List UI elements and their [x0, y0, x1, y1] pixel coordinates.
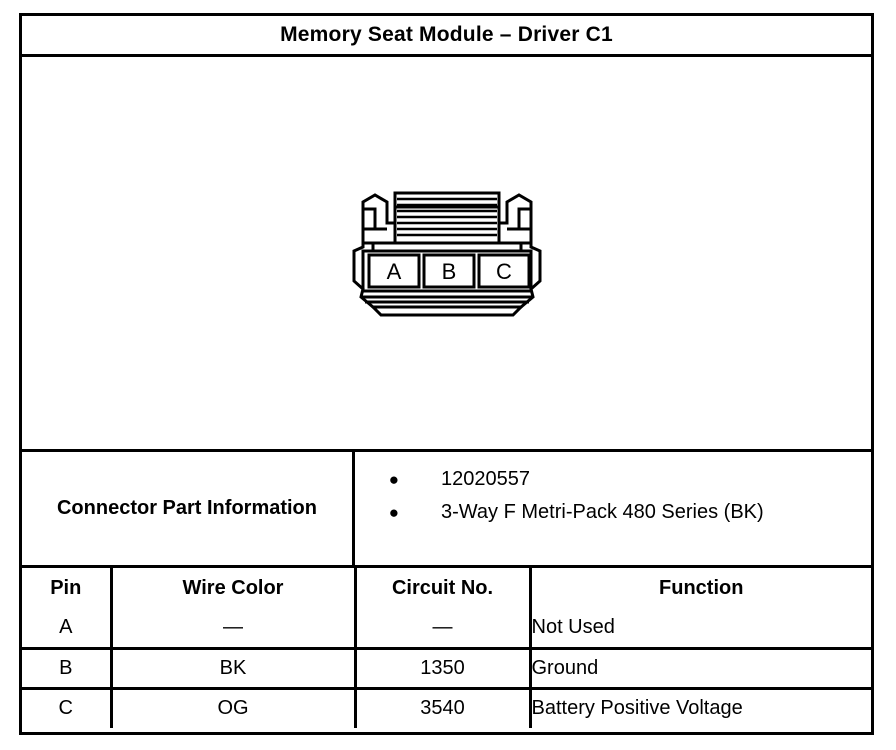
cavity-label-c: C [496, 259, 512, 284]
cell-wire-color: BK [111, 648, 357, 690]
pin-assignment-table: Pin Wire Color Circuit No. Function A — … [22, 568, 871, 728]
connector-cavity-a [367, 253, 420, 289]
cell-pin: C [22, 688, 113, 728]
bullet-icon: ● [388, 470, 399, 489]
cell-pin: A [22, 608, 113, 650]
part-description: 3-Way F Metri-Pack 480 Series (BK) [441, 501, 764, 523]
connector-rib-lines [396, 197, 497, 237]
cell-circuit-no: — [355, 608, 532, 650]
column-header-circuit-no: Circuit No. [355, 568, 532, 608]
cell-function: Battery Positive Voltage [531, 697, 743, 720]
connector-left-latch [362, 207, 387, 231]
column-header-pin: Pin [22, 568, 113, 608]
connector-right-latch [506, 207, 531, 231]
connector-datasheet: Memory Seat Module – Driver C1 [19, 13, 874, 735]
connector-figure-area: A B C [22, 57, 871, 452]
part-info-item: ● 3-Way F Metri-Pack 480 Series (BK) [355, 496, 871, 529]
cell-circuit-no: 1350 [355, 648, 532, 690]
column-header-wire-color: Wire Color [111, 568, 357, 608]
cell-wire-color: OG [111, 688, 357, 728]
document-title-bar: Memory Seat Module – Driver C1 [22, 16, 871, 57]
connector-part-information-label: Connector Part Information [22, 452, 355, 565]
cell-pin: B [22, 648, 113, 690]
table-header-row: Pin Wire Color Circuit No. Function [22, 568, 871, 608]
page-title: Memory Seat Module – Driver C1 [280, 23, 613, 46]
column-header-function: Function [659, 576, 744, 599]
connector-cavity-c [477, 253, 530, 289]
cell-wire-color: — [111, 608, 357, 650]
cell-function: Ground [530, 648, 871, 690]
connector-cavity-b [422, 253, 475, 289]
table-row: A — — Not Used [22, 608, 871, 650]
bullet-icon: ● [388, 503, 399, 522]
cavity-label-a: A [386, 259, 401, 284]
part-info-item: ● 12020557 [355, 463, 871, 496]
table-row: C OG 3540 Battery Positive Voltage [22, 688, 871, 728]
connector-base-flange [368, 305, 525, 317]
connector-part-information-values: ● 12020557 ● 3-Way F Metri-Pack 480 Seri… [355, 452, 871, 565]
cavity-label-b: B [441, 259, 456, 284]
cell-function: Not Used [530, 608, 871, 650]
connector-end-view-diagram: A B C [352, 191, 541, 317]
part-number: 12020557 [441, 468, 530, 490]
cell-circuit-no: 3540 [355, 688, 532, 728]
connector-part-information-row: Connector Part Information ● 12020557 ● … [22, 452, 871, 568]
connector-cavity-labels: A B C [386, 259, 511, 284]
table-row: B BK 1350 Ground [22, 648, 871, 690]
